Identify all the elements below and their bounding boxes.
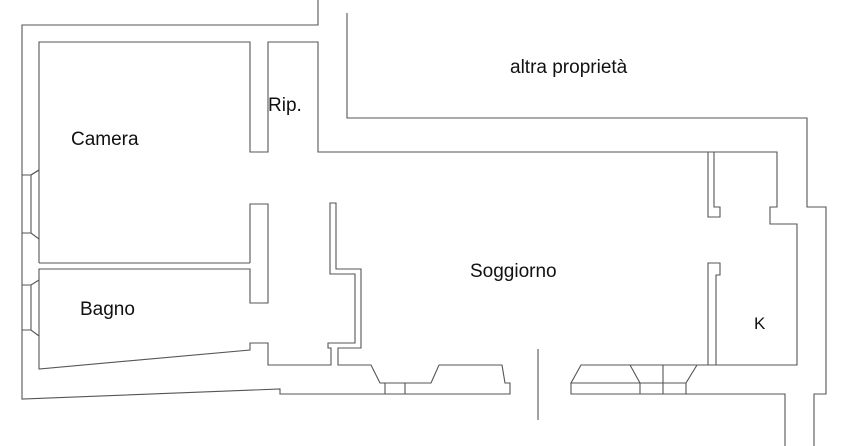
label-rip: Rip. [268, 95, 302, 116]
label-bagno: Bagno [80, 299, 135, 320]
camera-walls [38, 41, 798, 384]
kitchen-partition-lower [707, 262, 721, 365]
label-kitchen: K [754, 314, 766, 333]
soggiorno-window-left [384, 382, 431, 394]
bagno-window-frame [22, 279, 40, 337]
camera-window [22, 169, 40, 176]
outer-wall-bottom-right [570, 383, 786, 446]
label-other-property: altra proprietà [510, 57, 628, 78]
label-soggiorno: Soggiorno [470, 261, 557, 282]
outer-wall-left [21, 0, 511, 400]
partition-stub [38, 202, 385, 384]
camera-window-frame [22, 169, 40, 240]
outer-wall-right [346, 13, 827, 446]
kitchen-partition-upper [707, 152, 721, 218]
label-camera: Camera [71, 129, 139, 150]
soggiorno-window-right [629, 364, 698, 394]
